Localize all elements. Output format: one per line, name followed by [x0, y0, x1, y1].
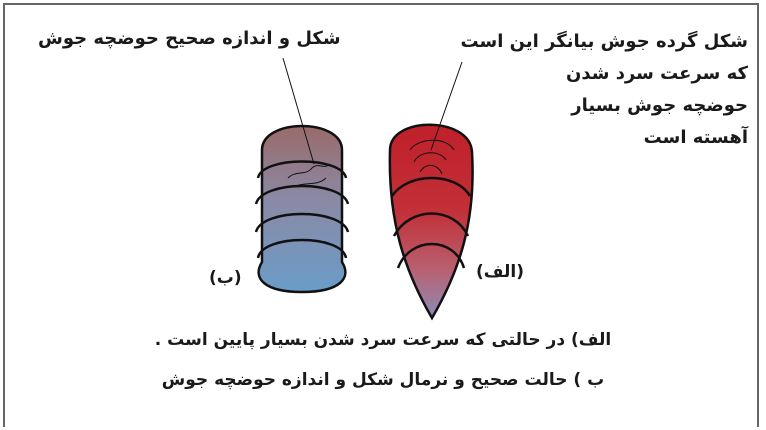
description-line-3: حوضچه جوش بسیار	[571, 95, 748, 116]
description-line-2: که سرعت سرد شدن	[565, 63, 748, 84]
caption-a: الف) در حالتی که سرعت سرد شدن بسیار پایی…	[154, 330, 612, 350]
correct-shape-label: شکل و اندازه صحیح حوضچه جوش	[38, 28, 341, 49]
normal-bead-body	[257, 124, 347, 294]
normal-ripple-2	[254, 212, 350, 233]
slow-bead-body	[388, 123, 474, 321]
slow-ripple-3	[390, 176, 472, 197]
leader-line-right	[430, 61, 463, 151]
normal-ripple-3	[254, 184, 350, 205]
normal-weld-bead	[254, 124, 350, 294]
slow-cooling-weld-bead	[388, 123, 474, 321]
description-line-4: آهسته است	[643, 127, 748, 148]
slow-ripple-1	[396, 242, 466, 269]
normal-ripple-4	[256, 160, 348, 179]
label-b: (ب)	[209, 268, 242, 288]
slow-crater-mark	[409, 139, 455, 175]
description-line-1: شکل گرده جوش بیانگر این است	[460, 31, 748, 52]
normal-ripple-1	[256, 238, 348, 259]
leader-line-left	[282, 57, 315, 165]
slow-cooling-description: شکل گرده جوش بیانگر این است که سرعت سرد …	[460, 26, 748, 154]
figure-frame	[3, 3, 759, 427]
caption-b: ب ) حالت صحیح و نرمال شکل و اندازه حوضچه…	[161, 370, 605, 390]
slow-ripple-2	[392, 212, 470, 237]
label-a: (الف)	[476, 262, 524, 282]
normal-crater-mark	[287, 163, 331, 187]
